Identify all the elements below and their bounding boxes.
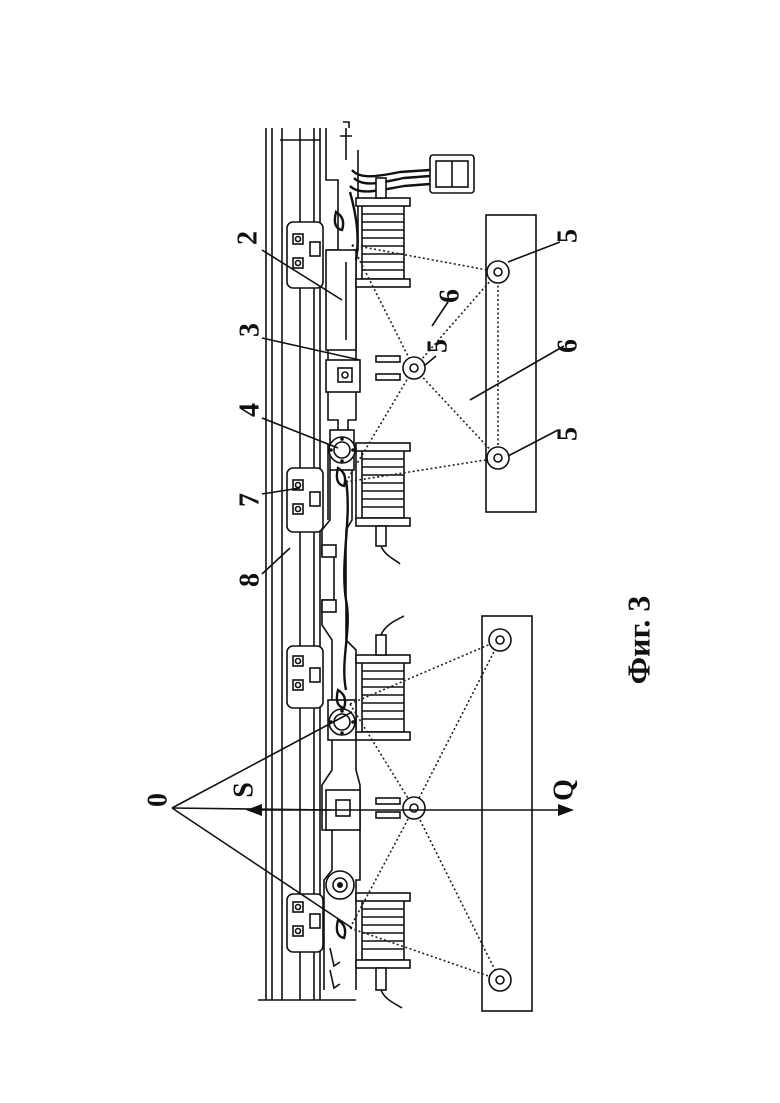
sprocket-lower-1 <box>489 629 511 651</box>
label-6-upper: 6 <box>434 289 465 303</box>
clamp-4 <box>287 894 323 952</box>
label-S: S <box>228 782 259 798</box>
sprocket-upper-1 <box>487 261 509 283</box>
sprocket-upper-3 <box>487 447 509 469</box>
label-5-bottom: 5 <box>552 427 583 441</box>
rail-clamps <box>287 222 323 952</box>
figure-caption: Фиг. 3 <box>620 596 656 685</box>
label-2: 2 <box>232 231 263 245</box>
clamp-1 <box>287 222 323 288</box>
winch-3 <box>356 616 410 740</box>
load-lower <box>482 616 532 1011</box>
clamp-3 <box>287 646 323 708</box>
winch-2 <box>356 443 410 564</box>
control-unit <box>340 122 474 690</box>
label-Q: Q <box>548 779 579 801</box>
carriage-frame <box>322 128 360 990</box>
clamp-2 <box>287 468 323 532</box>
origin-lines <box>172 712 352 928</box>
label-4: 4 <box>234 403 265 417</box>
label-7: 7 <box>234 493 265 507</box>
sprocket-lower-3 <box>489 969 511 991</box>
loads <box>482 215 536 1011</box>
label-3: 3 <box>234 323 265 337</box>
label-8: 8 <box>234 573 265 587</box>
winches <box>356 178 410 1008</box>
sprocket-upper-2 <box>403 357 425 379</box>
sprocket-lower-2 <box>403 797 425 819</box>
chains <box>346 245 500 980</box>
label-6-lower: 6 <box>552 339 583 353</box>
label-5-mid: 5 <box>422 339 453 353</box>
label-5-top: 5 <box>552 229 583 243</box>
winch-4 <box>356 893 410 1008</box>
label-0: 0 <box>142 793 173 807</box>
